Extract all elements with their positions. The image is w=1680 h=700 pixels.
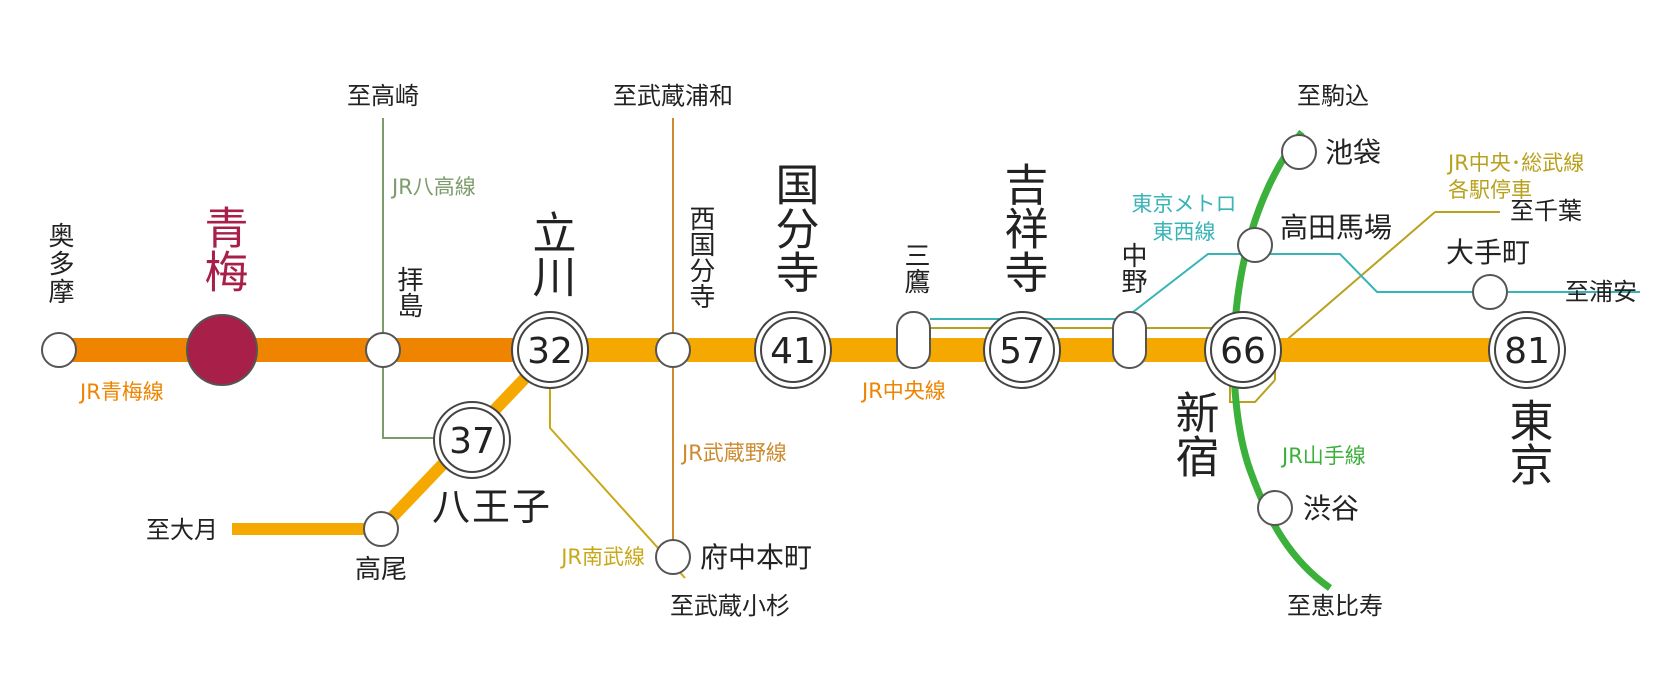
- station-fuchuhommachi: [655, 539, 691, 575]
- dest-komagome: 至駒込: [1297, 82, 1369, 110]
- label-shibuya: 渋谷: [1303, 492, 1359, 525]
- label-tokyo: 東京: [1502, 398, 1553, 486]
- minutes-tachikawa: 32: [527, 331, 573, 372]
- label-tozai-line-2: 東西線: [1153, 220, 1216, 244]
- label-nambu-line: JR南武線: [559, 545, 645, 569]
- dest-chiba: 至千葉: [1510, 197, 1582, 225]
- station-shibuya: [1257, 490, 1293, 526]
- yamanote-line: [1230, 129, 1333, 591]
- station-ikebukuro: [1281, 134, 1317, 170]
- minutes-shinjuku: 66: [1220, 331, 1266, 372]
- label-haijima: 拝島: [393, 266, 423, 318]
- label-ikebukuro: 池袋: [1325, 136, 1381, 169]
- label-kichijoji: 吉祥寺: [997, 162, 1048, 294]
- label-tozai-line-1: 東京メトロ: [1132, 192, 1237, 216]
- station-haijima: [365, 332, 401, 368]
- station-hachioji: 37: [433, 401, 511, 479]
- station-takao: [363, 511, 399, 547]
- station-kokubunji: 41: [754, 311, 832, 389]
- station-kichijoji: 57: [983, 311, 1061, 389]
- dest-urayasu: 至浦安: [1565, 278, 1637, 306]
- station-otemachi: [1472, 274, 1508, 310]
- label-ome-line: JR青梅線: [78, 380, 164, 404]
- label-hachiko-line: JR八高線: [390, 175, 476, 199]
- label-otemachi: 大手町: [1446, 236, 1530, 269]
- tozai-line: [930, 253, 1640, 320]
- station-tachikawa: 32: [511, 311, 589, 389]
- minutes-kokubunji: 41: [770, 331, 816, 372]
- label-takadanobaba: 高田馬場: [1280, 211, 1392, 244]
- station-mitaka: [896, 311, 931, 369]
- label-sobu-line-2: 各駅停車: [1448, 178, 1532, 202]
- dest-ebisu: 至恵比寿: [1287, 592, 1383, 620]
- dest-musashikosugi: 至武蔵小杉: [670, 592, 790, 620]
- dest-otsuki: 至大月: [146, 516, 218, 544]
- label-sobu-line-1: JR中央･総武線: [1446, 151, 1584, 175]
- station-tokyo: 81: [1488, 311, 1566, 389]
- station-okutama: [41, 332, 77, 368]
- label-musashino-line: JR武蔵野線: [680, 441, 787, 465]
- label-nakano: 中野: [1117, 242, 1147, 294]
- minutes-tokyo: 81: [1504, 331, 1550, 372]
- minutes-hachioji: 37: [449, 421, 495, 462]
- minutes-kichijoji: 57: [999, 331, 1045, 372]
- label-ome: 青梅: [197, 205, 248, 293]
- dest-musashiurawa: 至武蔵浦和: [613, 82, 733, 110]
- label-okutama: 奥多摩: [44, 222, 74, 306]
- station-nakano: [1112, 311, 1147, 369]
- label-nishikokubunji: 西国分寺: [685, 205, 715, 309]
- label-fuchuhommachi: 府中本町: [700, 541, 812, 574]
- station-nishikokubunji: [655, 332, 691, 368]
- station-ome: [186, 314, 258, 386]
- label-yamanote-line: JR山手線: [1280, 444, 1366, 468]
- label-takao: 高尾: [355, 555, 407, 585]
- label-mitaka: 三鷹: [900, 242, 930, 294]
- station-takadanobaba: [1237, 227, 1273, 263]
- label-kokubunji: 国分寺: [768, 162, 819, 294]
- dest-takasaki: 至高崎: [347, 82, 419, 110]
- station-shinjuku: 66: [1204, 311, 1282, 389]
- label-shinjuku: 新宿: [1168, 390, 1219, 478]
- label-tachikawa: 立川: [525, 210, 576, 298]
- label-chuo-line: JR中央線: [860, 379, 946, 403]
- label-hachioji: 八王子: [432, 485, 552, 529]
